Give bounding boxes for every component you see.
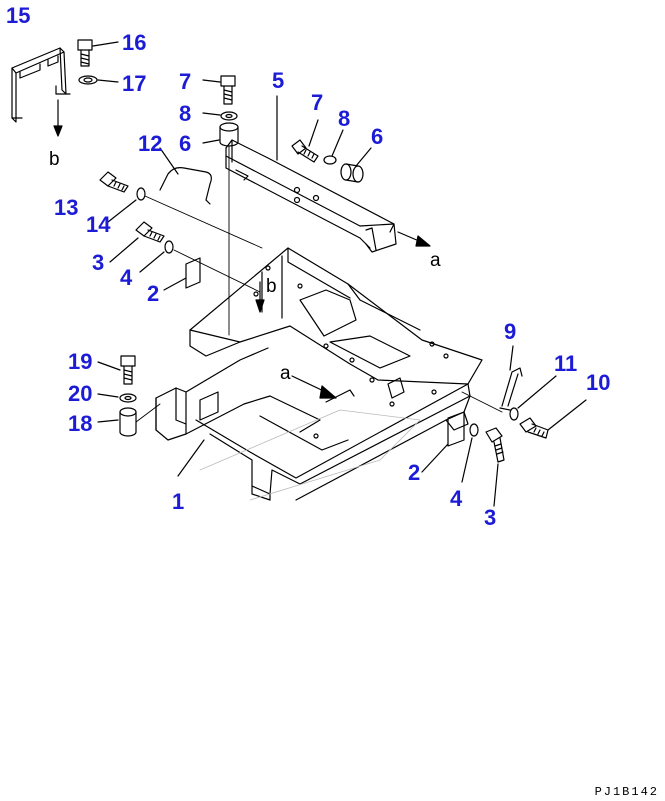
callout-12: 12 — [138, 131, 163, 156]
callout-17: 17 — [122, 71, 147, 96]
leader-8a — [202, 112, 221, 116]
part-17-washer — [78, 75, 98, 85]
callout-11: 11 — [554, 351, 578, 376]
callout-7: 7 — [311, 90, 324, 115]
callout-8: 8 — [179, 101, 192, 126]
part-10-bolt — [519, 417, 549, 439]
leader-17 — [97, 79, 119, 83]
callout-8: 8 — [338, 106, 351, 131]
centerline-13 — [144, 195, 263, 249]
leader-1 — [177, 439, 205, 477]
leader-9 — [509, 345, 514, 371]
leader-4a — [139, 251, 165, 273]
part-5-beam — [225, 139, 397, 253]
leader-6a — [202, 139, 220, 144]
part-14-washer — [136, 187, 146, 201]
part-11-washer — [509, 407, 519, 421]
leader-7b — [308, 119, 319, 147]
callout-16: 16 — [122, 30, 147, 55]
part-6-bushing-right — [340, 163, 364, 183]
leader-10 — [547, 399, 587, 431]
leader-6b — [355, 147, 372, 167]
leader-4b — [461, 437, 473, 483]
part-8-washer-top — [220, 111, 238, 121]
callout-7: 7 — [179, 69, 192, 94]
callout-20: 20 — [68, 381, 93, 406]
callout-4: 4 — [450, 486, 463, 511]
ref-letter-a: a — [430, 250, 441, 271]
callout-18: 18 — [68, 411, 93, 436]
leader-3a — [109, 237, 139, 263]
callout-3: 3 — [92, 250, 105, 275]
part-13-bolt — [99, 171, 129, 193]
leader-7a — [202, 79, 221, 83]
callout-14: 14 — [86, 212, 111, 237]
ref-letter-b: b — [49, 149, 60, 170]
part-6-bushing-top — [219, 122, 239, 147]
part-2-plate-right — [447, 411, 465, 447]
ref-letter-a: a — [280, 363, 291, 384]
callout-10: 10 — [586, 370, 611, 395]
part-3-bolt-right — [485, 427, 505, 463]
callout-2: 2 — [147, 281, 160, 306]
leader-20 — [97, 393, 119, 398]
part-7-bolt-right — [291, 139, 319, 163]
leader-8b — [331, 129, 344, 157]
part-7-bolt-top — [220, 75, 236, 105]
callout-9: 9 — [504, 319, 517, 344]
part-18-bushing — [119, 407, 137, 437]
callout-19: 19 — [68, 349, 93, 374]
part-2-plate-left — [185, 257, 201, 289]
leader-11 — [517, 375, 557, 409]
part-3-bolt-left — [135, 221, 165, 243]
part-15-handle — [11, 47, 71, 123]
callout-5: 5 — [272, 68, 285, 93]
leader-2b — [421, 443, 449, 473]
leader-2a — [163, 277, 187, 291]
leader-19 — [97, 361, 121, 371]
leader-18 — [97, 419, 119, 423]
part-20-washer — [119, 393, 137, 403]
part-8-washer-right — [323, 155, 337, 165]
callout-6: 6 — [371, 124, 384, 149]
part-4-washer-left — [164, 240, 174, 254]
callout-3: 3 — [484, 505, 497, 530]
leader-12 — [159, 147, 179, 175]
part-1-main-frame — [155, 247, 483, 501]
leader-3b — [493, 463, 499, 507]
part-12-clip — [159, 167, 212, 205]
callout-1: 1 — [172, 489, 185, 514]
part-9-handle — [499, 367, 523, 411]
leader-16 — [92, 41, 119, 47]
drawing-code: PJ1B142 — [594, 785, 659, 799]
ref-letter-b: b — [266, 276, 277, 297]
callout-13: 13 — [54, 195, 79, 220]
callout-15: 15 — [6, 3, 31, 28]
part-4-washer-right — [469, 423, 479, 437]
callout-6: 6 — [179, 131, 192, 156]
part-16-bolt — [77, 39, 93, 67]
part-19-bolt — [120, 355, 136, 385]
leader-14 — [107, 199, 137, 223]
callout-2: 2 — [408, 460, 421, 485]
callout-4: 4 — [120, 265, 133, 290]
